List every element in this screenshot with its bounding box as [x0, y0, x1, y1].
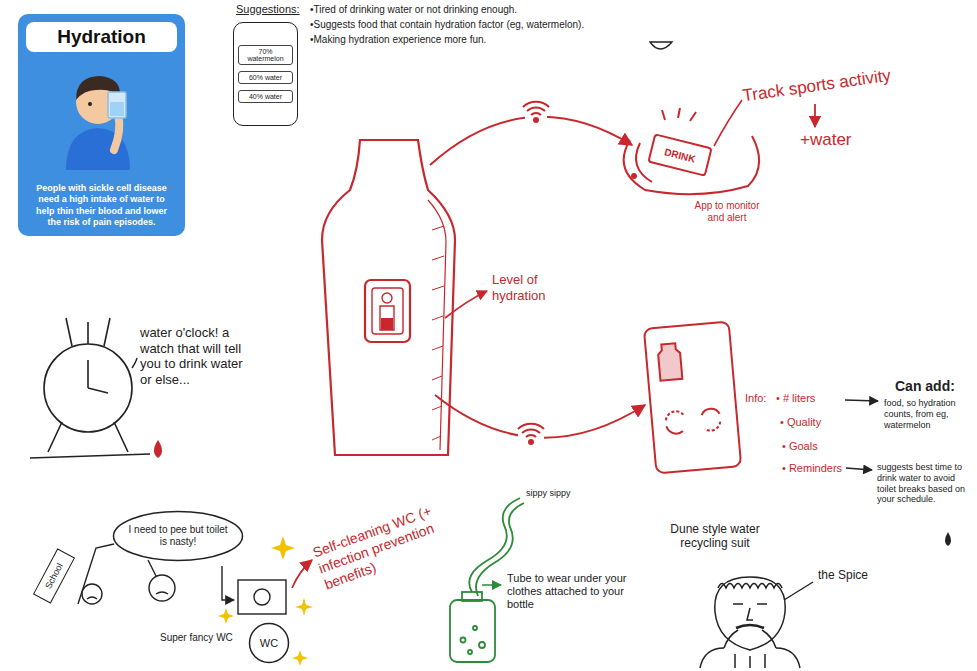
- leader-line: [132, 358, 137, 368]
- sparkles: [218, 536, 313, 666]
- idea-label: Self-cleaning WC (+ infection prevention…: [311, 498, 460, 593]
- pointer-arrow: [292, 560, 312, 588]
- leader-line: [445, 291, 487, 318]
- phone-app: [644, 322, 741, 474]
- speech-bubble: I need to pee but toilet is nasty!: [112, 510, 244, 562]
- down-arrow: [814, 104, 816, 127]
- idea-note: water o'clock! a watch that will tell yo…: [140, 325, 248, 387]
- school-board: School: [33, 548, 75, 603]
- speech-bubble-content: I need to pee but toilet is nasty!: [112, 510, 244, 562]
- info-item: • Reminders: [782, 462, 842, 475]
- bullet-note: •Making hydration experience more fun.: [310, 34, 486, 46]
- idea-label: the Spice: [818, 568, 868, 582]
- screen-item: 40% water: [238, 90, 293, 103]
- note-arrow: [845, 400, 878, 401]
- note-text: food, so hydration counts, from eg, wate…: [884, 398, 972, 430]
- card-body: People with sickle cell disease need a h…: [26, 183, 177, 228]
- phone-sketch-content: 70% watermelon 60% water 40% water: [234, 23, 297, 125]
- watch-face: DRINK: [647, 133, 712, 177]
- info-item: • Goals: [782, 440, 818, 453]
- leader-line: [784, 582, 813, 600]
- info-item: • # liters: [776, 392, 815, 405]
- lemon-doodle: [650, 42, 672, 49]
- watch-face-content: DRINK: [650, 136, 711, 175]
- info-heading: Info:: [745, 392, 766, 405]
- bullet-note: •Tired of drinking water or not drinking…: [310, 4, 517, 16]
- feature-label: +water: [800, 130, 852, 150]
- wc-circle-content: WC: [248, 622, 290, 664]
- water-clock: [30, 318, 150, 458]
- info-card: HydrationPeople with sickle cell disease…: [18, 14, 185, 236]
- feature-label: App to monitor and alert: [688, 200, 766, 224]
- school-text: School: [43, 561, 65, 590]
- smart-watch: [624, 108, 759, 194]
- pointer-arrow: [482, 584, 501, 586]
- dune-figure: [700, 577, 800, 668]
- screen-item: 70% watermelon: [238, 45, 293, 65]
- screen-item: 60% water: [238, 71, 293, 84]
- idea-label: Super fancy WC: [160, 632, 240, 644]
- note-text: suggests best time to drink water to avo…: [877, 462, 972, 505]
- blood-drop: [154, 440, 162, 458]
- leader-line: [714, 100, 742, 146]
- heading-note: Suggestions:: [236, 3, 300, 16]
- wireless-arrow: [430, 117, 632, 165]
- callout-label: Level of hydration: [492, 272, 564, 303]
- wc-text: WC: [260, 637, 278, 649]
- info-card-content: HydrationPeople with sickle cell disease…: [18, 14, 185, 236]
- phone-sketch: 70% watermelon 60% water 40% water: [233, 22, 298, 126]
- feature-label: Track sports activity: [741, 66, 892, 107]
- info-item: • Quality: [780, 416, 821, 429]
- boy-drinking-illustration: [56, 60, 146, 170]
- note-arrow: [846, 468, 872, 470]
- bullet-note: •Suggests food that contain hydration fa…: [310, 19, 584, 31]
- wifi-symbol: [523, 98, 549, 124]
- idea-note: Dune style water recycling suit: [665, 522, 765, 551]
- idea-label: sippy sippy: [526, 488, 571, 499]
- school-board-content: School: [34, 550, 73, 603]
- smart-bottle: [322, 140, 455, 455]
- wc-circle-shape: [250, 624, 289, 663]
- wc-circle: WC: [248, 622, 290, 664]
- water-drop: [945, 532, 951, 546]
- idea-note: Tube to wear under your clothes attached…: [507, 572, 632, 612]
- wifi-symbol: [518, 420, 544, 448]
- note-heading: Can add:: [895, 378, 955, 395]
- bubble-text: I need to pee but toilet is nasty!: [128, 524, 228, 548]
- card-title: Hydration: [26, 22, 177, 52]
- speech-bubble-shape: [114, 512, 243, 561]
- watch-text: DRINK: [663, 146, 696, 164]
